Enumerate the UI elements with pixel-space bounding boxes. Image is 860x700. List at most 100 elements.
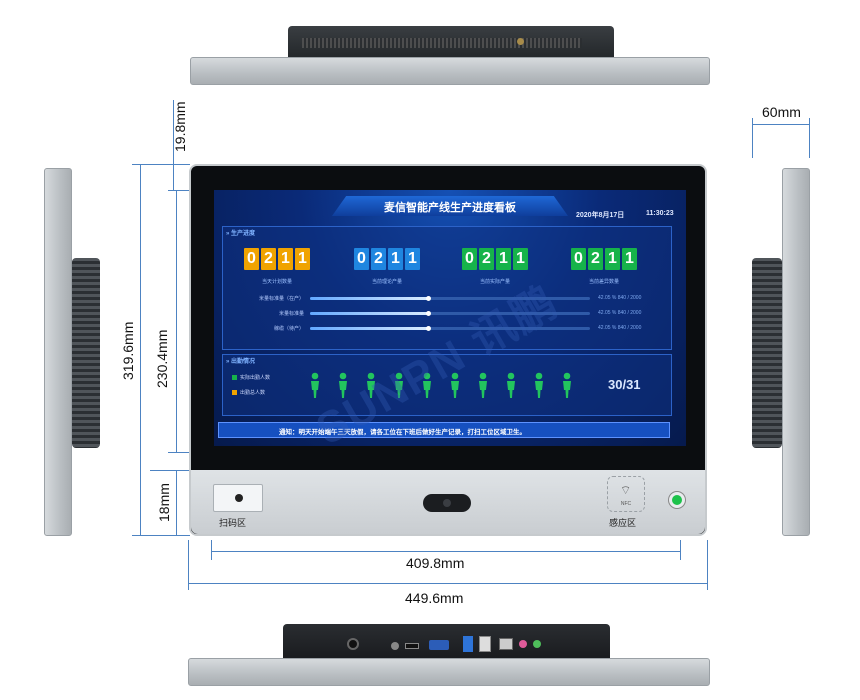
digit: 1 bbox=[513, 248, 528, 270]
attendance-section-title: » 出勤情况 bbox=[226, 359, 256, 365]
total-height-dimension-line bbox=[140, 164, 141, 536]
counter-plan-label: 当天计划数量 bbox=[262, 279, 293, 285]
person-icon bbox=[450, 372, 460, 403]
camera-module bbox=[423, 494, 471, 512]
person-icon bbox=[310, 372, 320, 403]
person-icon bbox=[422, 372, 432, 403]
person-icon bbox=[506, 372, 516, 403]
total-height-dimension-label: 319.6mm bbox=[120, 321, 136, 380]
notice-text: 通知：明天开始端午三天放假，请各工位在下班后做好生产记录，打扫工位区域卫生。 bbox=[279, 429, 526, 436]
progress-knob bbox=[425, 326, 431, 331]
person-icon bbox=[338, 372, 348, 403]
total-height-top-tick bbox=[132, 164, 190, 165]
dashboard-header-banner: 麦信智能产线生产进度看板 bbox=[332, 196, 568, 216]
digit: 1 bbox=[278, 248, 293, 270]
nfc-zone: ⌔ NFC bbox=[607, 476, 645, 512]
chin-dimension-tick bbox=[150, 470, 190, 471]
progress-row-value: 42.05 % 840 / 2000 bbox=[598, 325, 642, 331]
screen-width-dimension-line bbox=[211, 551, 681, 552]
dashboard-title: 麦信智能产线生产进度看板 bbox=[384, 202, 516, 214]
counter-actual-label: 当前实际产量 bbox=[480, 279, 511, 285]
right-heat-sink-fins bbox=[752, 258, 782, 448]
digit: 1 bbox=[622, 248, 637, 270]
progress-bar bbox=[310, 311, 590, 316]
progress-knob bbox=[425, 311, 431, 316]
scanner-lens-icon bbox=[235, 494, 243, 502]
digit: 2 bbox=[261, 248, 276, 270]
screen-width-tick-left bbox=[211, 540, 212, 560]
counter-plan: 0 2 1 1 bbox=[244, 248, 310, 270]
digit: 0 bbox=[462, 248, 477, 270]
camera-lens-icon bbox=[443, 499, 451, 507]
progress-fill bbox=[310, 312, 428, 315]
total-height-bottom-tick bbox=[132, 535, 190, 536]
attendance-panel bbox=[222, 354, 672, 416]
device-chin: 扫码区 ⌔ NFC 感应区 bbox=[191, 470, 705, 534]
scan-area-label: 扫码区 bbox=[219, 518, 247, 528]
progress-row-label: 稼缆（待产） bbox=[273, 326, 304, 332]
bottom-view-frame bbox=[188, 658, 710, 686]
counter-actual: 0 2 1 1 bbox=[462, 248, 528, 270]
digit: 1 bbox=[388, 248, 403, 270]
production-section-title: » 生产进度 bbox=[226, 231, 256, 237]
digit: 1 bbox=[605, 248, 620, 270]
legend-actual-swatch bbox=[232, 375, 237, 381]
reset-button-icon bbox=[391, 642, 399, 650]
top-vent-grill bbox=[302, 38, 582, 48]
person-icon bbox=[366, 372, 376, 403]
progress-knob bbox=[425, 296, 431, 301]
digit: 1 bbox=[405, 248, 420, 270]
top-view-housing bbox=[288, 26, 614, 58]
total-width-tick-right bbox=[707, 540, 708, 590]
top-bezel-dimension-label: 19.8mm bbox=[172, 101, 188, 152]
person-icon bbox=[394, 372, 404, 403]
person-icon bbox=[478, 372, 488, 403]
dashboard-date: 2020年8月17日 bbox=[576, 212, 625, 219]
left-side-frame bbox=[44, 168, 72, 536]
progress-fill bbox=[310, 327, 428, 330]
progress-row-value: 42.05 % 840 / 2000 bbox=[598, 310, 642, 316]
dashboard-time: 11:30:23 bbox=[646, 210, 674, 217]
mic-jack-icon bbox=[519, 640, 527, 648]
legend-should: 出勤总人数 bbox=[232, 389, 265, 396]
digit: 2 bbox=[371, 248, 386, 270]
power-button-icon[interactable] bbox=[669, 492, 685, 508]
progress-fill bbox=[310, 297, 428, 300]
counter-diff-label: 当前差异数量 bbox=[589, 279, 620, 285]
total-width-tick-left bbox=[188, 540, 189, 590]
depth-dimension-label: 60mm bbox=[762, 104, 801, 120]
nfc-text: NFC bbox=[620, 501, 632, 507]
top-bezel-dimension-line bbox=[173, 100, 174, 190]
progress-row-label: 米量标准量（在产） bbox=[258, 296, 304, 302]
progress-bar bbox=[310, 326, 590, 331]
progress-bar bbox=[310, 296, 590, 301]
left-heat-sink-fins bbox=[72, 258, 100, 448]
digit: 0 bbox=[354, 248, 369, 270]
screen-width-dimension-label: 409.8mm bbox=[406, 555, 465, 571]
digit: 1 bbox=[295, 248, 310, 270]
screen-height-top-tick bbox=[168, 190, 190, 191]
progress-row-label: 米量标准量 bbox=[278, 311, 304, 317]
vga-port-icon bbox=[429, 640, 449, 650]
depth-dimension-line bbox=[752, 124, 810, 125]
ethernet-port-icon bbox=[499, 638, 513, 650]
digit: 2 bbox=[479, 248, 494, 270]
notice-bar: 通知：明天开始端午三天放假，请各工位在下班后做好生产记录，打扫工位区域卫生。 bbox=[218, 422, 670, 438]
screen-height-dimension-line bbox=[176, 190, 177, 452]
right-side-frame bbox=[782, 168, 810, 536]
nfc-area-label: 感应区 bbox=[609, 518, 637, 528]
power-jack-icon bbox=[347, 638, 359, 650]
attendance-ratio: 30/31 bbox=[608, 377, 641, 392]
legend-should-swatch bbox=[232, 390, 237, 396]
screen-height-dimension-label: 230.4mm bbox=[154, 329, 170, 388]
screen-width-tick-right bbox=[680, 540, 681, 560]
total-width-dimension-label: 449.6mm bbox=[405, 590, 464, 606]
antenna-screw bbox=[517, 38, 524, 45]
screen-height-bottom-tick bbox=[168, 452, 190, 453]
counter-theory: 0 2 1 1 bbox=[354, 248, 420, 270]
top-view-frame bbox=[190, 57, 710, 85]
digit: 0 bbox=[571, 248, 586, 270]
hdmi-port-icon bbox=[405, 643, 419, 649]
front-view-device: 麦信智能产线生产进度看板 2020年8月17日 11:30:23 » 生产进度 … bbox=[189, 164, 707, 536]
